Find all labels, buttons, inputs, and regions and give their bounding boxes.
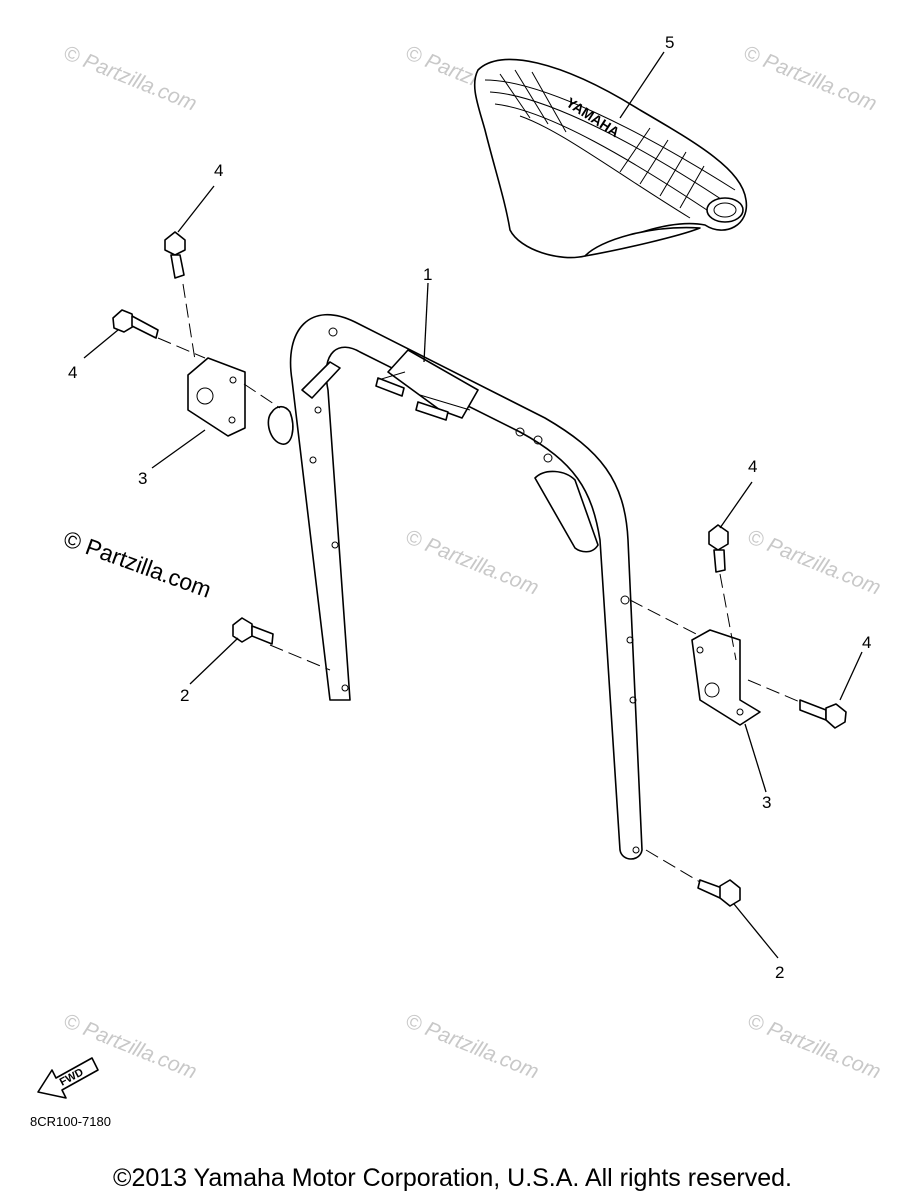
copyright-notice: ©2013 Yamaha Motor Corporation, U.S.A. A… xyxy=(113,1164,792,1192)
bolt-4-left xyxy=(112,309,159,339)
fwd-arrow-icon: FWD xyxy=(37,1057,99,1099)
bolt-4-right xyxy=(799,699,847,729)
watermark: © Partzilla.com xyxy=(402,1009,542,1083)
callout-2-right: 2 xyxy=(775,963,784,982)
bolt-2-right xyxy=(697,879,741,907)
seat-part: YAMAHA xyxy=(473,58,748,259)
callout-4-right: 4 xyxy=(862,633,871,652)
watermark: © Partzilla.com xyxy=(744,525,884,599)
callout-4-top-left: 4 xyxy=(214,161,223,180)
bracket-left-part xyxy=(187,357,294,445)
callout-1: 1 xyxy=(423,265,432,284)
diagram-code: 8CR100-7180 xyxy=(30,1114,111,1129)
handlebar-part xyxy=(289,313,643,860)
bolt-4-top-left xyxy=(164,231,186,279)
bolt-handle-studs xyxy=(375,377,449,421)
callout-labels: 1 2 2 3 3 4 4 4 4 5 xyxy=(68,33,871,982)
bolt-2-left xyxy=(232,617,274,645)
callout-4-right-top: 4 xyxy=(748,457,757,476)
watermark: © Partzilla.com xyxy=(744,1009,884,1083)
callout-5: 5 xyxy=(665,33,674,52)
callout-3-right: 3 xyxy=(762,793,771,812)
watermark: © Partzilla.com xyxy=(60,41,200,115)
bracket-right-part xyxy=(691,629,761,726)
watermark-dark: © Partzilla.com xyxy=(60,525,215,602)
watermark: © Partzilla.com xyxy=(402,525,542,599)
leader-lines xyxy=(83,51,863,959)
assembly-lines xyxy=(157,283,801,883)
callout-2-left: 2 xyxy=(180,686,189,705)
callout-3-left: 3 xyxy=(138,469,147,488)
bolt-4-right-top xyxy=(708,524,729,573)
callout-4-left: 4 xyxy=(68,363,77,382)
watermark: © Partzilla.com xyxy=(740,41,880,115)
watermark-layer: © Partzilla.com © Partzilla.com © Partzi… xyxy=(60,41,884,1083)
